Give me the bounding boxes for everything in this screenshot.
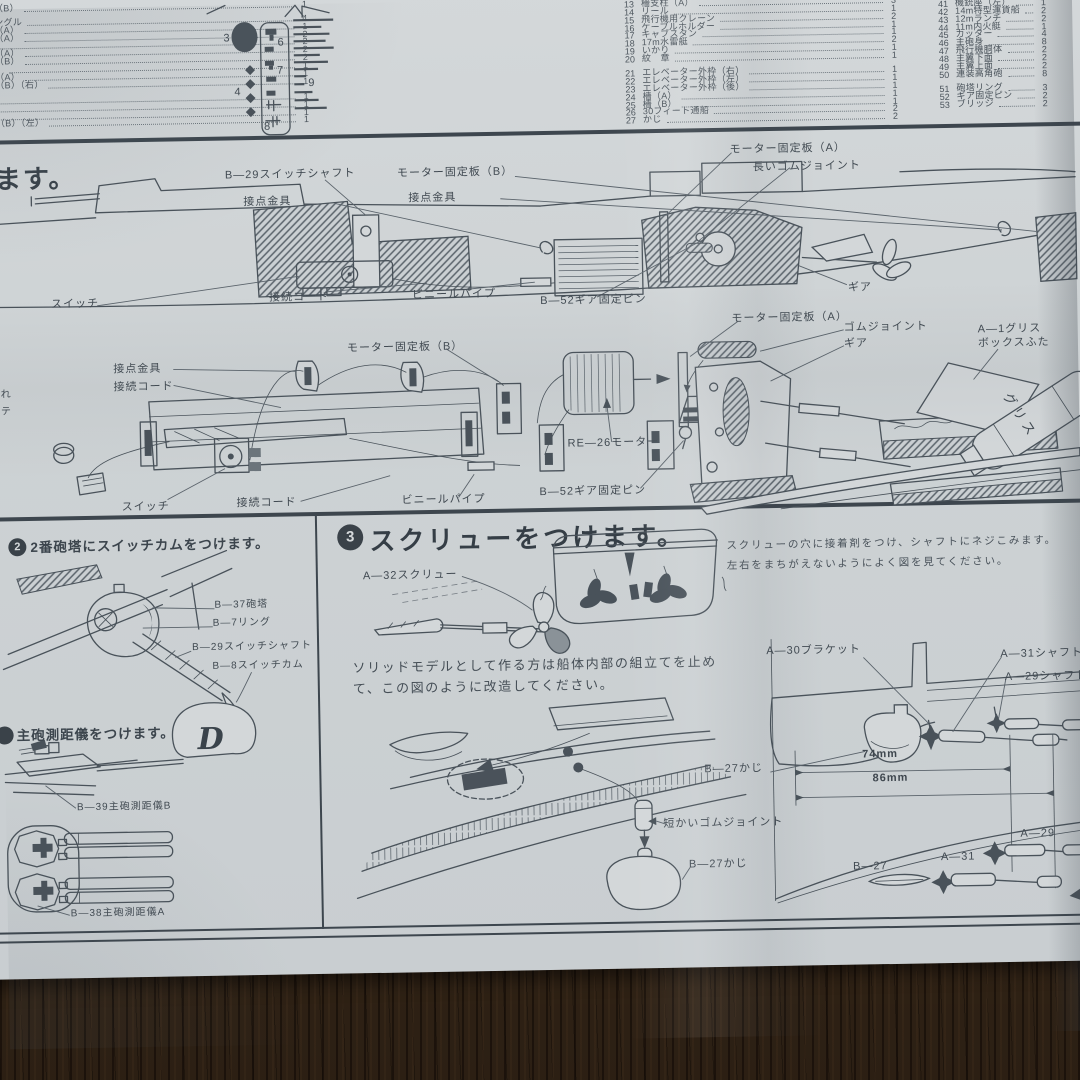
part-name: ブリッジ — [956, 97, 995, 109]
part-name: （B）（左） — [0, 118, 45, 129]
dotted-leader — [674, 57, 884, 62]
part-name: 連装高角砲 — [956, 67, 1003, 79]
part-qty: 2 — [892, 111, 899, 122]
label-rangefinder-a: B—38主砲測距儀A — [70, 906, 166, 920]
turret-switch-cam-diagram: D — [2, 549, 257, 916]
part-name: 紋 章 — [641, 52, 670, 64]
label-contact2: 接点金具 — [113, 362, 162, 376]
label-switch-shaft: B—29スイッチシャフト — [224, 167, 356, 182]
label-grease-lid-2: ボックスふた — [977, 336, 1050, 350]
sheet-content: （B）1ングル4（A）1（A）22（A）2（B）2）1（A）1（B）（右）111… — [0, 0, 1080, 1050]
dimension-86mm: 86mm — [872, 771, 909, 785]
parts-row: 20 紋 章 1 — [624, 49, 897, 65]
dotted-leader — [1017, 97, 1035, 99]
stern-profile-diagram — [769, 639, 1080, 904]
screw-diagram — [373, 528, 727, 654]
label-bracket: A—30ブラケット — [766, 643, 861, 658]
parts-list-col1: 13檣支柱（A）314リール115飛行機用クレーン216ケーブルホルダー117キ… — [624, 0, 898, 126]
dimension-74mm: 74mm — [862, 747, 899, 761]
label-contact-right: 接点金具 — [408, 191, 457, 205]
label-gear2: ギア — [843, 337, 869, 350]
label-gear-pin: B—52ギア固定ピン — [540, 293, 647, 308]
part-number: 27 — [625, 115, 637, 126]
dotted-leader — [998, 67, 1035, 70]
section3-note-line1: スクリューの穴に接着剤をつけ、シャフトにネジこみます。 — [726, 534, 1058, 552]
sprue-diagram: 3 6 7 8 4 — [206, 4, 334, 136]
label-motor: RE—26モーター — [567, 436, 660, 450]
dotted-leader — [1007, 51, 1034, 54]
label-turret: B—37砲塔 — [214, 598, 269, 611]
label-switch-cam: B—8スイッチカム — [212, 659, 304, 672]
label-switch: スイッチ — [51, 297, 100, 311]
label-plate-b2: モーター固定板（B） — [346, 340, 464, 355]
section3-note-line2: 左右をまちがえないようによく図を見てください。 — [726, 554, 1010, 572]
part-number: 50 — [939, 69, 950, 80]
sprue-number-7: 7 — [277, 65, 283, 77]
label-long-rubber-joint: 長いゴムジョイント — [752, 159, 861, 174]
label-vinyl2: ビニールパイプ — [401, 493, 486, 507]
part-name: （B） — [0, 3, 19, 14]
dotted-leader — [998, 59, 1035, 62]
parts-row: 53 ブリッジ 2 — [939, 97, 1048, 110]
label-part-b27: B—27 — [852, 860, 888, 873]
label-rudder-2: B—27かじ — [688, 857, 748, 871]
dotted-leader — [1006, 20, 1034, 22]
sprue-number-4: 4 — [234, 86, 240, 98]
label-contact-left: 接点金具 — [243, 195, 292, 209]
sprue-number-3: 3 — [223, 32, 229, 44]
part-name: （A） — [0, 32, 20, 44]
part-qty: 2 — [1042, 97, 1048, 108]
label-vinyl-pipe: ビニールパイプ — [411, 287, 497, 302]
label-grease-lid-1: A—1グリス — [977, 322, 1042, 336]
sprue-number-6: 6 — [277, 36, 283, 48]
dotted-leader — [1006, 27, 1034, 30]
dotted-leader — [1025, 12, 1034, 14]
dotted-leader — [1007, 75, 1035, 77]
part-name: かじ — [642, 114, 662, 125]
label-plate-a2: モーター固定板（A） — [731, 310, 848, 325]
part-qty: 1 — [891, 49, 897, 61]
label-ring: B—7リング — [212, 616, 272, 629]
part-letter-d: D — [196, 722, 224, 757]
label-part-a29: A—29 — [1020, 827, 1056, 840]
label-switch-shaft2: B—29スイッチシャフト — [192, 640, 313, 654]
label-part-a31: A—31 — [940, 850, 976, 864]
hull-modification-diagram — [356, 697, 747, 911]
label-cord2a: 接続コード — [113, 380, 174, 394]
label-shaft-a: A—31シャフトA — [1000, 646, 1080, 661]
hull-cutaway-diagram — [0, 152, 1078, 309]
margin-fragment-1: れ — [0, 389, 12, 401]
label-gear: ギア — [847, 281, 873, 294]
sprue-number-8: 8 — [264, 121, 270, 133]
dotted-leader — [666, 118, 886, 124]
parts-row: 50 連装高角砲 8 — [939, 68, 1048, 80]
label-cord2b: 接続コード — [236, 496, 297, 510]
part-qty: 8 — [1042, 68, 1048, 79]
label-motor-plate-a: モーター固定板（A） — [729, 141, 846, 156]
part-number: 20 — [624, 54, 636, 65]
dotted-leader — [998, 104, 1035, 107]
label-shaft-b: A—29シャフト — [1004, 669, 1080, 684]
sprue-number-9: 9 — [308, 77, 314, 89]
label-switch2: スイッチ — [121, 500, 170, 514]
label-rangefinder-b: B—39主砲測距儀B — [76, 800, 172, 814]
label-cord: 接続コード — [268, 290, 330, 304]
label-gear-pin2: B—52ギア固定ピン — [539, 484, 647, 499]
motor-assembly-diagram — [53, 321, 1080, 515]
part-name: （B）（右） — [0, 79, 44, 91]
section4-header: 主砲測距儀をつけます。 — [16, 725, 175, 744]
margin-fragment-2: テ — [0, 406, 13, 418]
dotted-leader — [997, 35, 1034, 38]
label-rubber-joint2: ゴムジョイント — [843, 320, 928, 334]
instruction-sheet-paper: （B）1ングル4（A）1（A）22（A）2（B）2）1（A）1（B）（右）111… — [0, 0, 1080, 1050]
label-motor-plate-b: モーター固定板（B） — [396, 165, 514, 180]
part-number: 53 — [939, 99, 950, 110]
